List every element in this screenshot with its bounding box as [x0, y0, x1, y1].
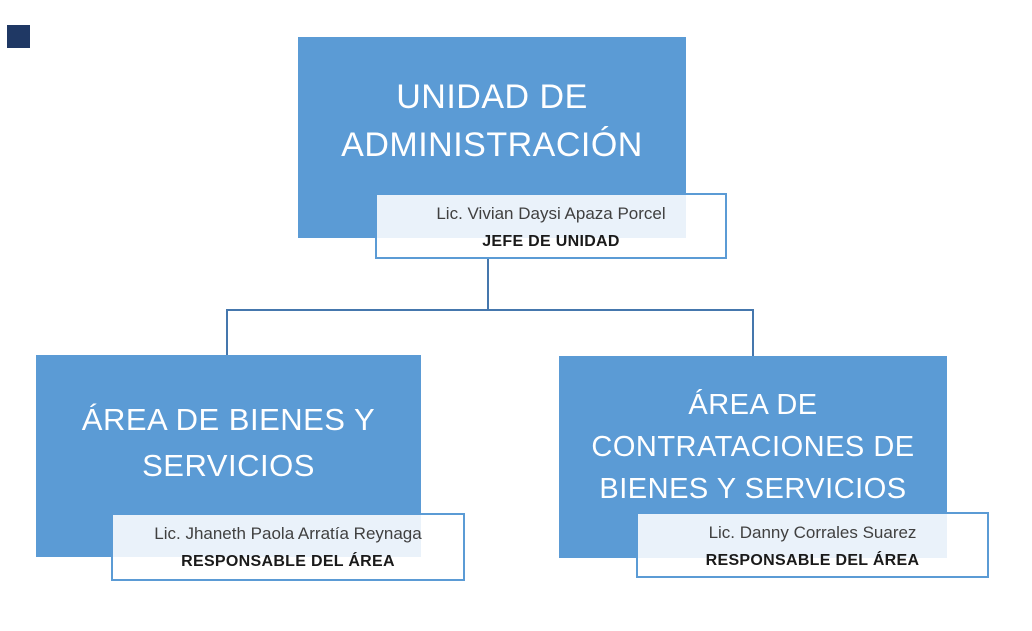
- connector-horizontal-bar: [226, 309, 754, 311]
- person-role: RESPONSABLE DEL ÁREA: [705, 552, 920, 569]
- corner-square-decoration: [7, 25, 30, 48]
- connector-left-drop: [226, 310, 228, 356]
- person-role: RESPONSABLE DEL ÁREA: [181, 553, 395, 570]
- person-role: JEFE DE UNIDAD: [482, 233, 620, 250]
- person-name: Lic. Vivian Daysi Apaza Porcel: [436, 204, 666, 223]
- connector-root-stem: [487, 259, 489, 310]
- person-name: Lic. Danny Corrales Suarez: [708, 523, 917, 542]
- org-label-responsable-bienes: Lic. Jhaneth Paola Arratía Reynaga RESPO…: [111, 513, 465, 581]
- connector-right-drop: [752, 310, 754, 357]
- org-label-jefe-de-unidad: Lic. Vivian Daysi Apaza Porcel JEFE DE U…: [375, 193, 727, 259]
- org-label-responsable-contrataciones: Lic. Danny Corrales Suarez RESPONSABLE D…: [636, 512, 989, 578]
- person-name: Lic. Jhaneth Paola Arratía Reynaga: [154, 524, 422, 543]
